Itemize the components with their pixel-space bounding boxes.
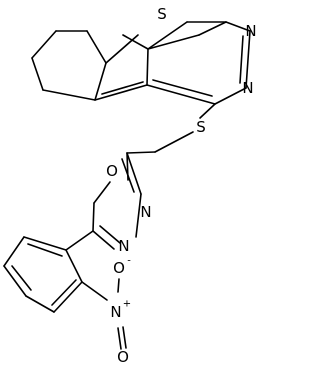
nitro-oxygen-top-charge: - [127, 256, 131, 267]
bond [31, 57, 44, 91]
bond [117, 327, 122, 350]
bond [86, 30, 107, 64]
bond [27, 243, 63, 257]
atom-labels: S N N S O N N N + O - O [106, 5, 257, 366]
nitro-nitrogen-charge: + [123, 299, 131, 310]
bond [214, 87, 247, 105]
bond [152, 79, 213, 97]
bond [122, 34, 149, 50]
oxadiazole-oxygen-label: O [106, 162, 118, 180]
bond [101, 81, 144, 95]
bond [23, 236, 67, 251]
bond [146, 84, 216, 105]
bond [135, 193, 142, 238]
bond [51, 279, 77, 306]
oxadiazole-nitrogen-left-label: N [118, 237, 129, 255]
nitro-oxygen-top-label: O [113, 259, 125, 277]
bond [94, 62, 107, 101]
bond [92, 230, 115, 250]
bond [126, 151, 156, 154]
bond [65, 230, 94, 251]
thioether-sulfur-label: S [196, 118, 206, 136]
bond [31, 30, 57, 59]
pyrimidine-nitrogen-bottom-label: N [242, 79, 253, 97]
bond [94, 84, 148, 101]
bond [25, 295, 55, 313]
bond [154, 131, 194, 153]
bond [117, 278, 120, 293]
bond [93, 181, 111, 204]
bond [121, 158, 135, 193]
pyrimidine-nitrogen-top-label: N [245, 22, 256, 40]
bond [11, 265, 32, 291]
nitro-nitrogen-label: N [110, 303, 121, 321]
oxadiazole-nitrogen-right-label: N [140, 203, 151, 221]
bond [147, 21, 188, 50]
bond [3, 236, 25, 267]
bond [147, 34, 200, 50]
bond [105, 34, 139, 64]
bond [122, 326, 127, 349]
bond [146, 48, 149, 86]
molecule-structure: S N N S O N N N + O - O [3, 5, 257, 366]
bond [99, 225, 121, 244]
bond [225, 21, 251, 32]
bond [199, 103, 216, 119]
bond [92, 202, 95, 232]
bond-lines [3, 21, 251, 350]
bond [3, 265, 27, 297]
bond [65, 249, 83, 283]
bond [198, 21, 227, 36]
bond [42, 89, 96, 101]
bond [81, 281, 108, 301]
bond [239, 35, 244, 84]
thiophene-sulfur-label: S [157, 5, 167, 23]
bond [53, 281, 83, 313]
nitro-oxygen-bottom-label: O [117, 348, 129, 366]
bond [245, 30, 251, 89]
bond [126, 152, 142, 195]
